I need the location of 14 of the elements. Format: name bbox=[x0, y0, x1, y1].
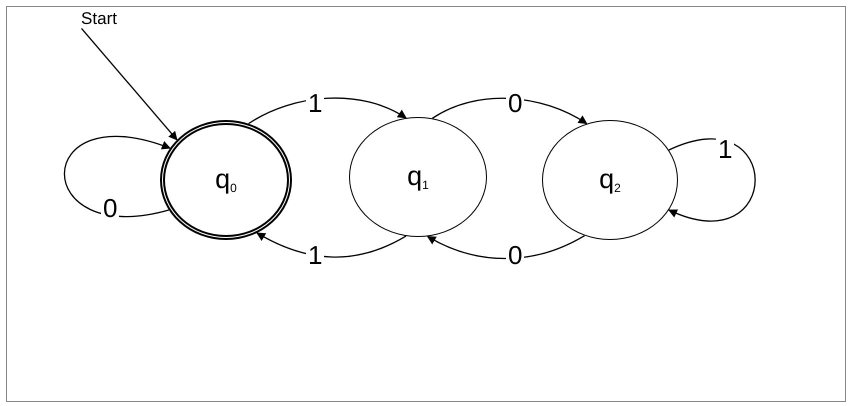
self-loop-arrow bbox=[64, 136, 171, 217]
state-circle bbox=[349, 117, 487, 237]
transition-arrow bbox=[81, 28, 178, 141]
accepting-state-circle bbox=[160, 120, 292, 240]
state-label: q$_{2}$ bbox=[599, 166, 621, 194]
transition-arrow bbox=[256, 232, 406, 258]
transition-arrow bbox=[426, 235, 585, 260]
state-label: q$_{0}$ bbox=[215, 166, 237, 194]
transition-arrow bbox=[248, 98, 407, 124]
self-loop-arrow bbox=[668, 138, 756, 222]
start-label: Start bbox=[81, 10, 117, 26]
state-label: q$_{1}$ bbox=[407, 163, 429, 191]
state-circle bbox=[542, 120, 678, 240]
transition-arrow bbox=[432, 98, 588, 124]
